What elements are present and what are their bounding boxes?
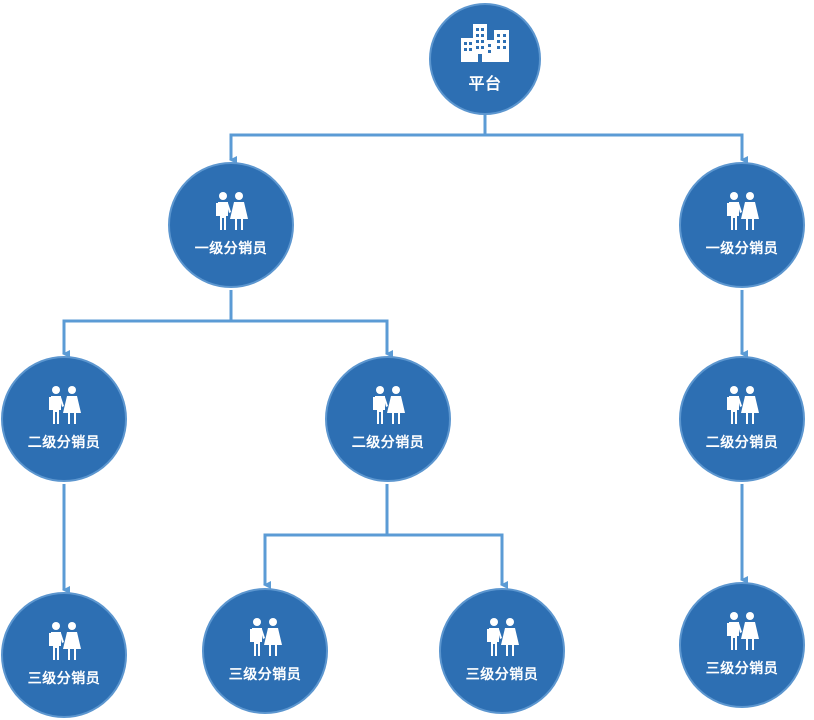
distributor-l2-c: 二级分销员 <box>679 356 805 482</box>
edge-l2b-to-l3c <box>387 533 508 589</box>
distributor-label: 三级分销员 <box>228 667 302 683</box>
couple-icon <box>727 386 759 424</box>
edge-platform-to-l1-left <box>229 112 487 164</box>
couple-icon <box>49 622 81 660</box>
distributor-label: 三级分销员 <box>27 671 101 687</box>
platform-node: 平台 <box>429 3 541 115</box>
edge-l1left-to-l2a <box>62 290 233 358</box>
distributor-l3-a: 三级分销员 <box>1 592 127 718</box>
distributor-label: 三级分销员 <box>465 667 539 683</box>
distributor-label: 二级分销员 <box>27 435 101 451</box>
distributor-l3-c: 三级分销员 <box>439 588 565 714</box>
distributor-label: 三级分销员 <box>705 661 779 677</box>
distributor-l3-d: 三级分销员 <box>679 582 805 708</box>
distributor-l1-right: 一级分销员 <box>679 162 805 288</box>
distributor-label: 一级分销员 <box>194 241 268 257</box>
distributor-label: 二级分销员 <box>351 435 425 451</box>
edge-l1left-to-l2b <box>231 319 393 358</box>
distributor-label: 二级分销员 <box>705 435 779 451</box>
distributor-label: 一级分销员 <box>705 241 779 257</box>
couple-icon <box>727 192 759 230</box>
building-icon <box>461 24 509 62</box>
edge-platform-to-l1-right <box>485 133 748 164</box>
couple-icon <box>250 618 282 656</box>
distributor-l2-a: 二级分销员 <box>1 356 127 482</box>
couple-icon <box>487 618 519 656</box>
platform-label: 平台 <box>468 74 502 93</box>
couple-icon <box>373 386 405 424</box>
couple-icon <box>727 612 759 650</box>
distributor-l3-b: 三级分销员 <box>202 588 328 714</box>
distributor-l1-left: 一级分销员 <box>168 162 294 288</box>
couple-icon <box>216 192 248 230</box>
edge-l2b-to-l3b <box>263 484 389 589</box>
couple-icon <box>49 386 81 424</box>
distributor-l2-b: 二级分销员 <box>325 356 451 482</box>
